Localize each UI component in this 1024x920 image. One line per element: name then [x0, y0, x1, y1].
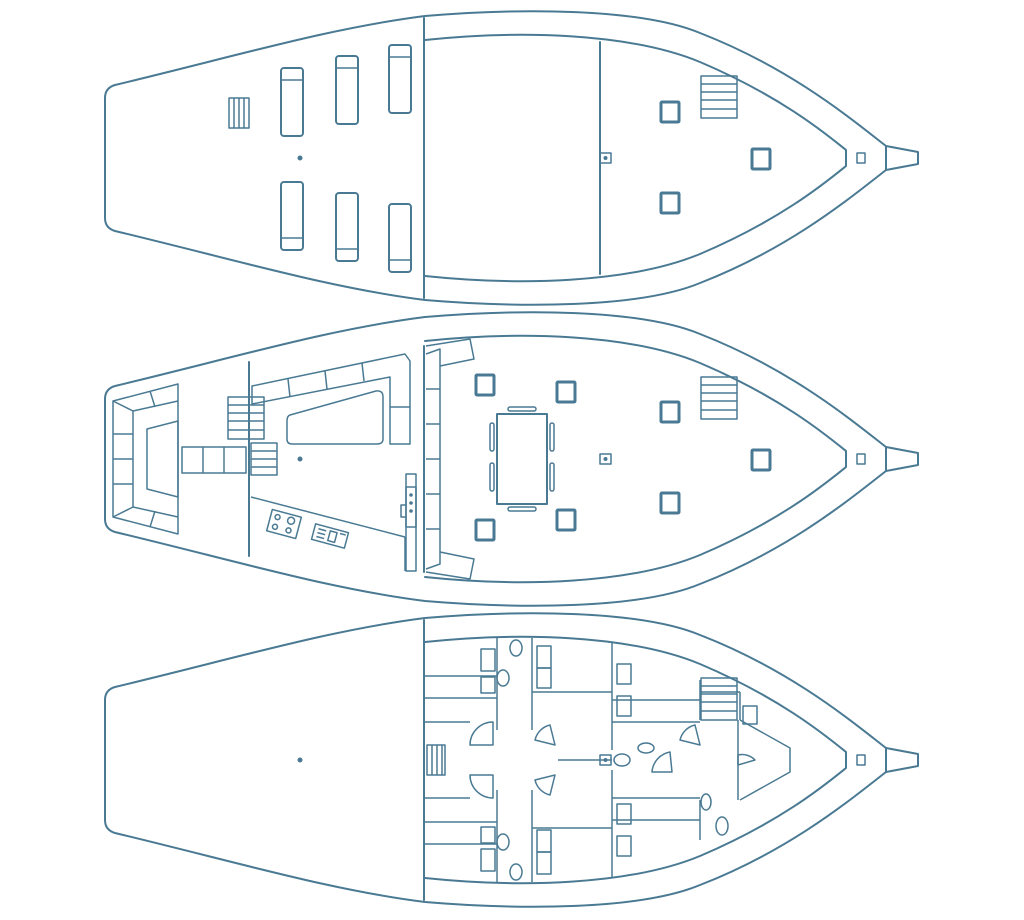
bar-counter	[400, 473, 417, 572]
toilet-icon	[496, 833, 510, 851]
stair-icon	[700, 75, 738, 119]
door-icon	[534, 774, 556, 796]
mast-step-icon	[599, 152, 612, 164]
toilet-icon	[715, 816, 729, 836]
skylight-icon	[659, 100, 681, 124]
stair-icon	[228, 97, 250, 129]
skylight-icon	[555, 380, 577, 404]
door-icon	[469, 721, 494, 746]
door-icon	[534, 724, 556, 746]
mast-point	[297, 456, 303, 462]
galley-kitchen	[250, 496, 406, 571]
door-icon	[469, 774, 494, 799]
toilet-icon	[637, 742, 655, 754]
table-icon	[496, 413, 548, 505]
sink-icon	[616, 835, 632, 857]
main-deck-hull	[104, 311, 919, 607]
lounger-icon	[280, 181, 304, 251]
door-icon	[651, 751, 673, 773]
skylight-icon	[474, 373, 496, 397]
chair-icon	[489, 422, 495, 452]
chair-icon	[549, 422, 555, 452]
mast-step-icon	[599, 453, 612, 465]
toilet-icon	[613, 753, 631, 767]
sink-icon	[480, 676, 496, 694]
coffee-table	[146, 420, 179, 498]
sink-icon	[536, 645, 552, 669]
sink-icon	[742, 705, 758, 725]
lounger-icon	[388, 44, 412, 114]
upper-deck	[104, 10, 919, 306]
stove-icon	[265, 508, 303, 540]
lounger-icon	[280, 67, 304, 137]
chair-icon	[489, 462, 495, 492]
sink-icon	[480, 826, 496, 844]
toilet-icon	[509, 639, 523, 657]
sink-icon	[480, 648, 496, 672]
aft-lounge-sofa	[112, 383, 179, 535]
salon-table	[286, 390, 384, 445]
sink-icon	[310, 523, 350, 549]
door-icon	[737, 753, 756, 766]
skylight-icon	[659, 400, 681, 424]
skylight-icon	[750, 448, 772, 472]
mast-point	[297, 757, 303, 763]
main-deck	[104, 311, 919, 607]
skylight-icon	[555, 508, 577, 532]
sink-icon	[480, 848, 496, 872]
stair-icon	[250, 442, 278, 476]
skylight-icon	[659, 491, 681, 515]
chair-icon	[507, 406, 537, 412]
lounger-icon	[335, 192, 359, 262]
skylight-icon	[474, 518, 496, 542]
stair-icon	[426, 744, 446, 776]
mast-point	[297, 155, 303, 161]
sink-icon	[536, 667, 552, 689]
salon-sofa	[251, 353, 411, 445]
stair-icon	[700, 376, 738, 420]
chair-icon	[507, 506, 537, 512]
toilet-icon	[509, 863, 523, 881]
lounger-icon	[388, 203, 412, 273]
sink-icon	[616, 663, 632, 685]
ottoman-bench	[181, 446, 247, 474]
sink-icon	[616, 803, 632, 825]
door-icon	[679, 724, 701, 746]
toilet-icon	[700, 793, 712, 811]
mast-step-icon	[599, 754, 612, 766]
toilet-icon	[496, 669, 510, 687]
sink-icon	[616, 695, 632, 717]
chair-icon	[549, 462, 555, 492]
stair-icon	[700, 677, 738, 721]
side-bench	[425, 338, 475, 580]
lower-deck	[104, 612, 919, 908]
guest-cabins	[424, 638, 791, 882]
upper-deck-hull	[104, 10, 919, 306]
sink-icon	[536, 829, 552, 853]
skylight-icon	[750, 147, 772, 171]
sink-icon	[536, 851, 552, 875]
lower-deck-hull	[104, 612, 919, 908]
lounger-icon	[335, 55, 359, 125]
skylight-icon	[659, 191, 681, 215]
